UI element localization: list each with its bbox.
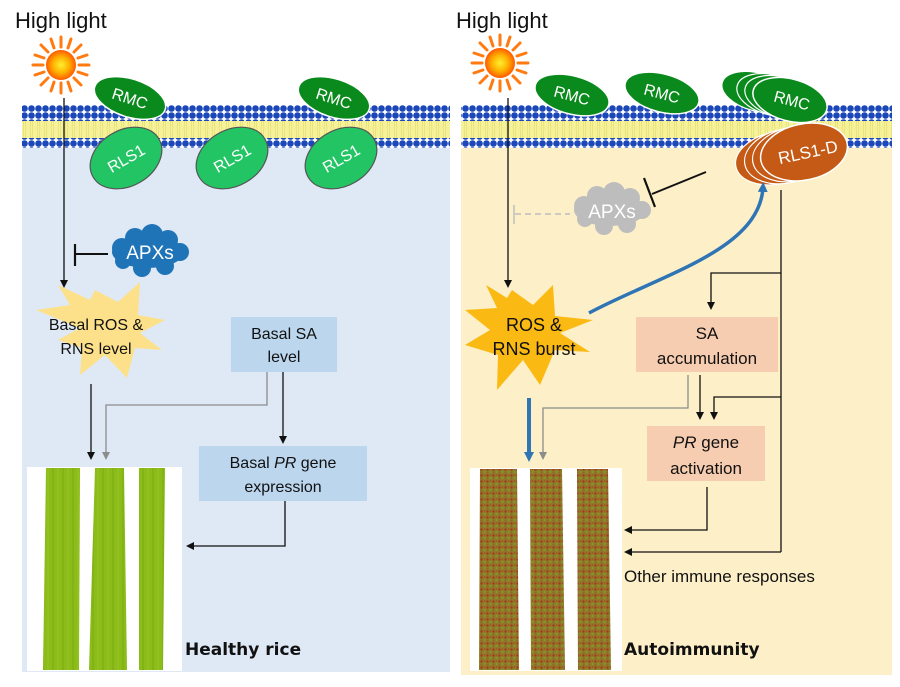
rls1-protein: RLS1 (304, 126, 378, 190)
panel-autoimmunity: High light RMC RMC (456, 8, 892, 675)
svg-text:ROS &: ROS & (506, 315, 562, 335)
svg-text:level: level (268, 349, 301, 366)
arrow-sa-to-leaf (102, 372, 268, 460)
svg-text:APXs: APXs (588, 202, 636, 223)
rls1d-inhibits-apx (642, 171, 707, 208)
rmc-protein: RMC (297, 75, 371, 121)
pr-basal-box: Basal PR gene expression (199, 446, 367, 501)
arrow-pr-to-leaf-right (624, 487, 708, 534)
healthy-rice-label: Healthy rice (185, 640, 301, 660)
svg-text:RNS burst: RNS burst (492, 339, 575, 359)
svg-text:accumulation: accumulation (657, 349, 757, 368)
ros-to-rls1d-feedback-arrow (588, 182, 768, 315)
svg-text:PR gene: PR gene (673, 433, 739, 452)
apx-inhibition-left (73, 244, 108, 266)
rmc-protein: RMC (624, 71, 700, 115)
arrow-sa-to-leaf-right (539, 375, 689, 460)
rls1-protein: RLS1 (89, 126, 163, 190)
pr-activation-box: PR gene activation (647, 426, 765, 481)
rmc-protein-cluster: RMC (721, 70, 828, 124)
svg-text:SA: SA (696, 324, 719, 343)
high-light-label-right: High light (456, 8, 548, 33)
ros-burst-star: ROS & RNS burst (465, 285, 593, 390)
autoimmunity-label: Autoimmunity (624, 640, 760, 660)
apx-cloud-inactive: APXs (574, 182, 651, 235)
arrow-pr-to-leaf (186, 501, 286, 550)
apx-cloud-active: APXs (112, 224, 189, 277)
arrow-rls1d-to-pr (710, 396, 781, 420)
sun-icon (31, 35, 91, 95)
high-light-label-left: High light (15, 8, 107, 33)
apx-inhibition-weak (513, 205, 570, 224)
rmc-protein: RMC (534, 73, 610, 117)
other-immune-responses-label: Other immune responses (624, 567, 815, 586)
svg-text:RNS level: RNS level (60, 341, 131, 358)
svg-text:APXs: APXs (126, 243, 174, 264)
ros-basal-star: Basal ROS & RNS level (36, 282, 165, 378)
svg-text:Basal ROS &: Basal ROS & (49, 317, 144, 334)
sa-accumulation-box: SA accumulation (636, 317, 778, 372)
rls1-protein: RLS1 (195, 126, 269, 190)
autoimmune-leaves-photo (470, 468, 622, 671)
rls1d-protein-cluster: RLS1-D (734, 122, 849, 186)
svg-text:Basal SA: Basal SA (251, 326, 317, 343)
svg-text:activation: activation (670, 459, 742, 478)
sun-icon (470, 33, 530, 93)
svg-text:Basal PR gene: Basal PR gene (230, 455, 337, 472)
panel-healthy: High light RMC RMC (15, 8, 450, 672)
healthy-leaves-photo (27, 467, 182, 671)
arrow-rls1d-to-sa (707, 272, 781, 310)
rmc-protein: RMC (93, 75, 167, 121)
sa-basal-box: Basal SA level (231, 317, 337, 372)
svg-text:expression: expression (244, 479, 321, 496)
